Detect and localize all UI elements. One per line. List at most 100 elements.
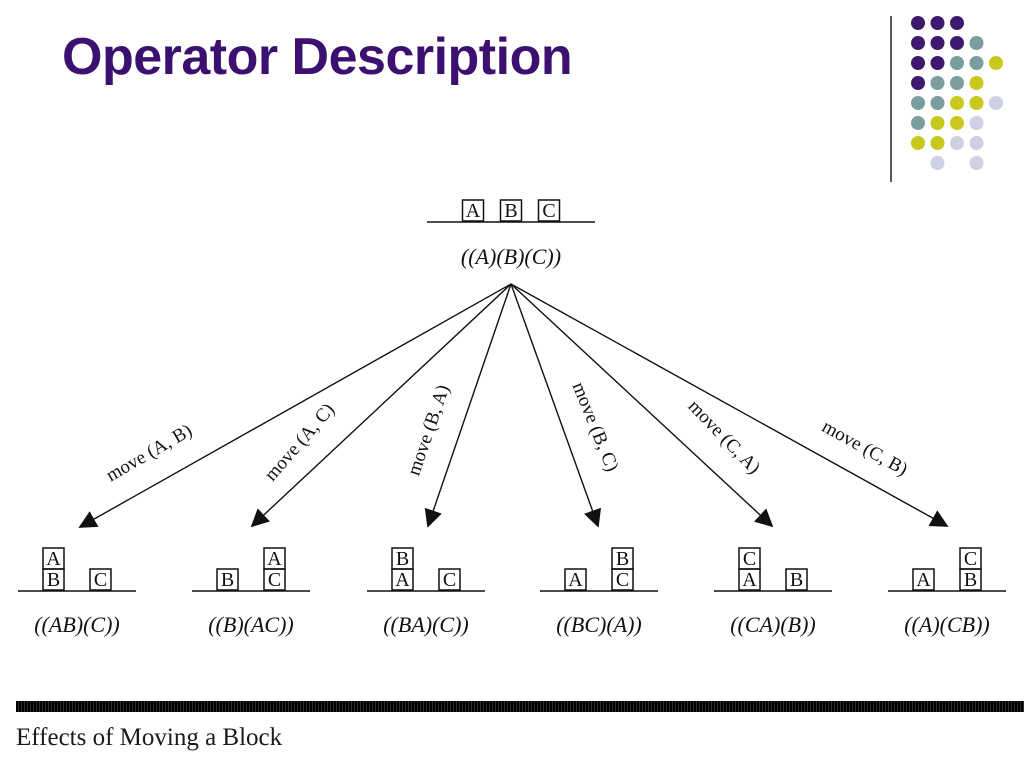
decorative-dot bbox=[911, 36, 925, 50]
operator-label: move (B, A) bbox=[403, 382, 454, 478]
decorative-dot bbox=[911, 56, 925, 70]
operator-arrow bbox=[424, 283, 512, 528]
block-letter: B bbox=[221, 569, 234, 591]
block-c: C bbox=[611, 568, 634, 591]
block-letter: C bbox=[94, 569, 107, 591]
block-outline bbox=[438, 568, 461, 591]
block-c: C bbox=[438, 568, 461, 591]
decorative-dot-grid bbox=[911, 16, 1003, 170]
result-state-4: A CB ((BC)(A)) bbox=[540, 547, 658, 637]
decorative-dot bbox=[930, 96, 945, 110]
block-letter: C bbox=[616, 569, 629, 591]
block-letter: B bbox=[504, 200, 517, 222]
block-c: C bbox=[537, 199, 561, 222]
decorative-dot bbox=[969, 76, 984, 90]
block-letter: B bbox=[616, 548, 629, 570]
block-outline bbox=[89, 568, 112, 591]
decorative-dot bbox=[969, 56, 984, 70]
block-a: A bbox=[391, 568, 414, 591]
block-outline bbox=[611, 547, 634, 570]
block-letter: B bbox=[47, 569, 60, 591]
block-outline bbox=[42, 547, 65, 570]
state-label: ((BA)(C)) bbox=[383, 612, 469, 637]
result-state-3: AB C ((BA)(C)) bbox=[367, 547, 485, 637]
block-a: A bbox=[42, 547, 65, 570]
block-a: A bbox=[564, 568, 587, 591]
block-letter: B bbox=[964, 569, 977, 591]
decorative-dot bbox=[989, 96, 1003, 110]
figure-caption: Effects of Moving a Block bbox=[16, 724, 283, 751]
state-label: ((A)(B)(C)) bbox=[461, 244, 561, 269]
title-divider bbox=[890, 16, 892, 182]
block-b: B bbox=[611, 547, 634, 570]
decorative-dot bbox=[930, 156, 945, 170]
decorative-dot bbox=[911, 76, 925, 90]
decorative-dot bbox=[989, 56, 1003, 70]
decorative-dot bbox=[950, 116, 964, 130]
operator-label: move (A, B) bbox=[103, 420, 196, 486]
block-b: B bbox=[216, 568, 239, 591]
block-outline bbox=[499, 199, 523, 222]
state-label: ((CA)(B)) bbox=[730, 612, 816, 637]
decorative-dot bbox=[969, 36, 984, 50]
block-outline bbox=[461, 199, 485, 222]
block-a: A bbox=[912, 568, 935, 591]
operator-label: move (A, C) bbox=[261, 399, 340, 485]
decorative-dot bbox=[969, 96, 984, 110]
block-c: C bbox=[263, 568, 286, 591]
block-outline bbox=[537, 199, 561, 222]
state-label: ((AB)(C)) bbox=[34, 612, 120, 637]
decorative-dot bbox=[950, 96, 964, 110]
block-letter: A bbox=[466, 200, 481, 222]
decorative-dot bbox=[930, 56, 945, 70]
block-b: B bbox=[959, 568, 982, 591]
block-letter: A bbox=[395, 569, 410, 591]
block-c: C bbox=[89, 568, 112, 591]
decorative-dot bbox=[930, 36, 945, 50]
block-outline bbox=[263, 547, 286, 570]
block-outline bbox=[564, 568, 587, 591]
decorative-dot bbox=[969, 116, 984, 130]
decorative-dot bbox=[969, 136, 984, 150]
block-outline bbox=[785, 568, 808, 591]
block-letter: C bbox=[443, 569, 456, 591]
block-a: A bbox=[461, 199, 485, 222]
block-b: B bbox=[499, 199, 523, 222]
block-letter: A bbox=[568, 569, 583, 591]
block-letter: A bbox=[742, 569, 757, 591]
footer-bar bbox=[16, 701, 1024, 712]
block-letter: C bbox=[964, 548, 977, 570]
decorative-dot bbox=[950, 136, 964, 150]
block-outline bbox=[738, 547, 761, 570]
decorative-dot bbox=[930, 116, 945, 130]
result-state-5: ACB((CA)(B)) bbox=[714, 547, 832, 637]
block-c: C bbox=[959, 547, 982, 570]
operator-arrow bbox=[250, 283, 512, 528]
decorative-dot bbox=[930, 136, 945, 150]
block-letter: B bbox=[790, 569, 803, 591]
block-b: B bbox=[42, 568, 65, 591]
state-label: ((A)(CB)) bbox=[904, 612, 990, 637]
decorative-dot bbox=[930, 76, 945, 90]
decorative-dot bbox=[911, 16, 925, 30]
result-state-6: A BC ((A)(CB)) bbox=[888, 547, 1006, 637]
block-b: B bbox=[785, 568, 808, 591]
operator-label: move (C, A) bbox=[684, 396, 765, 479]
decorative-dot bbox=[911, 136, 925, 150]
decorative-dot bbox=[950, 36, 964, 50]
slide-title: Operator Description bbox=[62, 28, 573, 86]
block-b: B bbox=[391, 547, 414, 570]
decorative-dot bbox=[950, 16, 964, 30]
decorative-dot bbox=[930, 16, 945, 30]
block-letter: A bbox=[46, 548, 61, 570]
state-label: ((BC)(A)) bbox=[556, 612, 642, 637]
block-a: A bbox=[263, 547, 286, 570]
block-outline bbox=[216, 568, 239, 591]
state-label: ((B)(AC)) bbox=[208, 612, 294, 637]
result-state-2: B CA ((B)(AC)) bbox=[192, 547, 310, 637]
decorative-dot bbox=[950, 76, 964, 90]
block-outline bbox=[959, 547, 982, 570]
decorative-dot bbox=[911, 116, 925, 130]
